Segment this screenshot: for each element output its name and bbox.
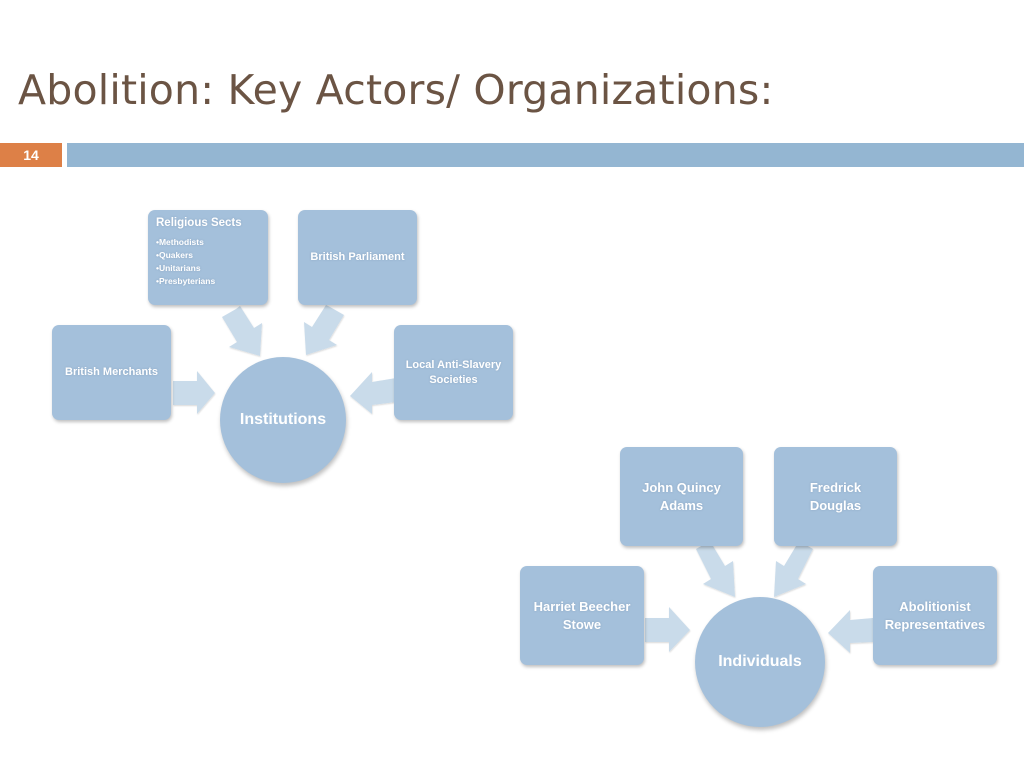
jqa-label-line1: John Quincy xyxy=(642,479,721,495)
british-parliament-label: British Parliament xyxy=(310,251,405,264)
institutions-label: Institutions xyxy=(239,411,327,428)
reps-label-line2: Representatives xyxy=(884,616,986,632)
fredrick-douglas-box: Fredrick Douglas xyxy=(774,447,897,546)
douglas-label-line1: Fredrick xyxy=(809,479,862,495)
arrow-merchants-to-institutions xyxy=(173,371,215,414)
list-item: •Quakers xyxy=(156,249,193,260)
slide-number: 14 xyxy=(0,143,62,167)
arrow-societies-to-institutions xyxy=(350,372,396,414)
arrow-stowe-to-individuals xyxy=(645,607,690,652)
list-item: •Presbyterians xyxy=(156,276,216,287)
religious-sects-title: Religious Sects xyxy=(156,217,242,229)
slide-title: Abolition: Key Actors/ Organizations: xyxy=(18,66,774,114)
arrow-religious-to-institutions xyxy=(222,306,262,356)
stowe-label-line1: Harriet Beecher xyxy=(533,598,631,614)
reps-label-line1: Abolitionist xyxy=(899,598,971,614)
institutions-node: Institutions xyxy=(220,357,346,483)
local-societies-label-line2: Societies xyxy=(429,373,478,386)
british-parliament-box: British Parliament xyxy=(298,210,417,305)
list-item: •Unitarians xyxy=(156,262,201,273)
arrow-parliament-to-institutions xyxy=(304,305,344,355)
local-anti-slavery-societies-box: Local Anti-Slavery Societies xyxy=(394,325,513,420)
british-merchants-box: British Merchants xyxy=(52,325,171,420)
harriet-beecher-stowe-box: Harriet Beecher Stowe xyxy=(520,566,644,665)
header-band xyxy=(67,143,1024,167)
arrow-jqa-to-individuals xyxy=(696,541,735,597)
individuals-label: Individuals xyxy=(718,653,802,670)
british-merchants-label: British Merchants xyxy=(65,366,158,379)
list-item: •Methodists xyxy=(156,236,204,247)
john-quincy-adams-box: John Quincy Adams xyxy=(620,447,743,546)
arrow-reps-to-individuals xyxy=(828,610,873,653)
arrow-douglas-to-individuals xyxy=(774,541,813,597)
abolitionist-representatives-box: Abolitionist Representatives xyxy=(873,566,997,665)
douglas-label-line2: Douglas xyxy=(809,497,862,513)
local-societies-label-line1: Local Anti-Slavery xyxy=(405,358,502,371)
individuals-node: Individuals xyxy=(695,597,825,727)
stowe-label-line2: Stowe xyxy=(562,616,602,632)
religious-sects-box: Religious Sects •Methodists •Quakers •Un… xyxy=(148,210,268,305)
jqa-label-line2: Adams xyxy=(659,497,704,513)
